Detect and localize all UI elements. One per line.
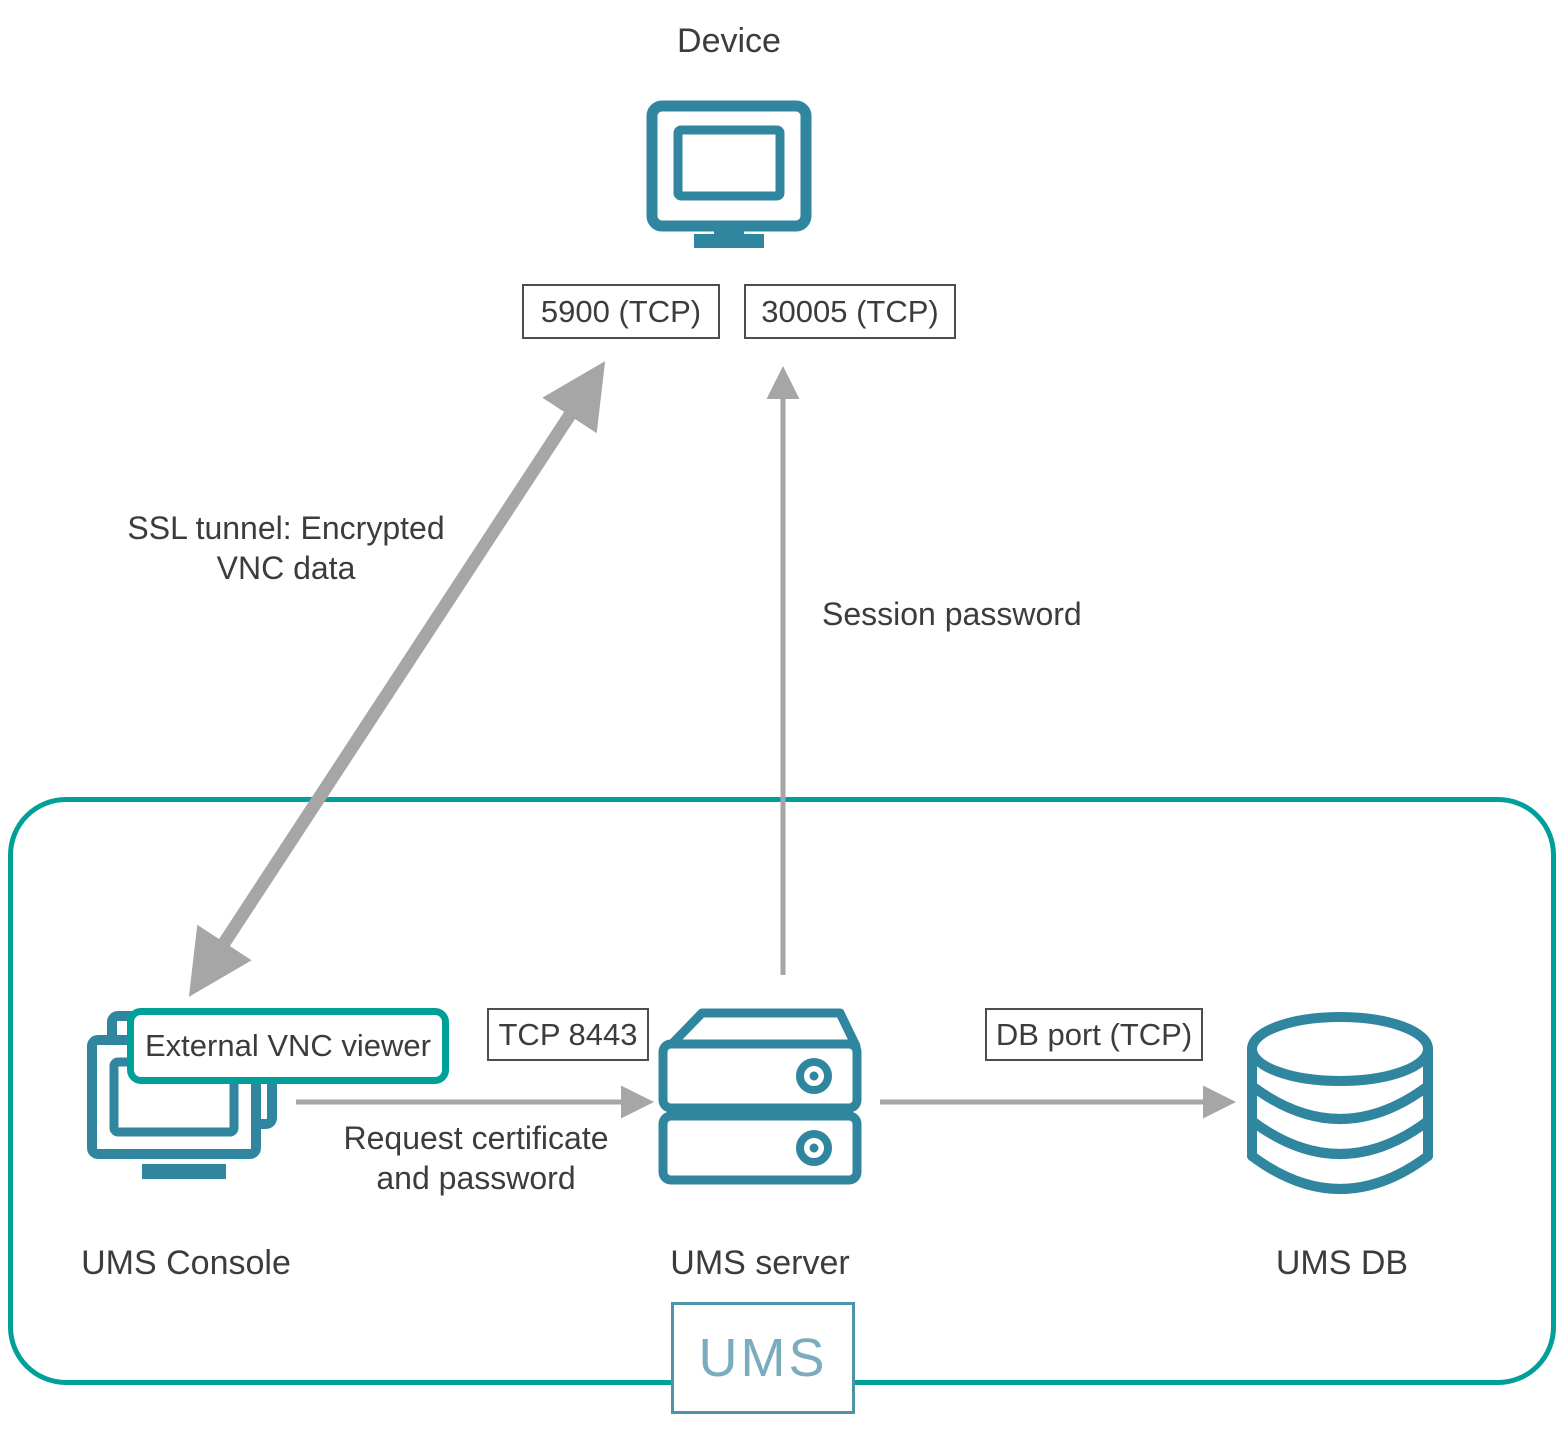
ums-db-label: UMS DB	[1275, 1244, 1409, 1282]
port-db-box: DB port (TCP)	[985, 1008, 1203, 1061]
port-tcp-8443-box: TCP 8443	[487, 1008, 649, 1061]
ssl-tunnel-label: SSL tunnel: Encrypted VNC data	[127, 510, 445, 586]
port-5900-box: 5900 (TCP)	[522, 284, 720, 339]
device-monitor-icon	[646, 100, 812, 248]
ums-logo-box: UMS	[671, 1302, 855, 1414]
port-30005-box: 30005 (TCP)	[744, 284, 956, 339]
external-vnc-viewer-box: External VNC viewer	[127, 1008, 449, 1084]
device-label: Device	[677, 22, 781, 60]
ums-boundary-box	[8, 797, 1556, 1385]
ums-server-label: UMS server	[670, 1244, 850, 1282]
ums-console-label: UMS Console	[81, 1244, 291, 1282]
session-password-label: Session password	[822, 596, 1082, 632]
ums-logo-text: UMS	[698, 1328, 828, 1388]
request-certificate-label: Request certificate and password	[343, 1120, 609, 1196]
